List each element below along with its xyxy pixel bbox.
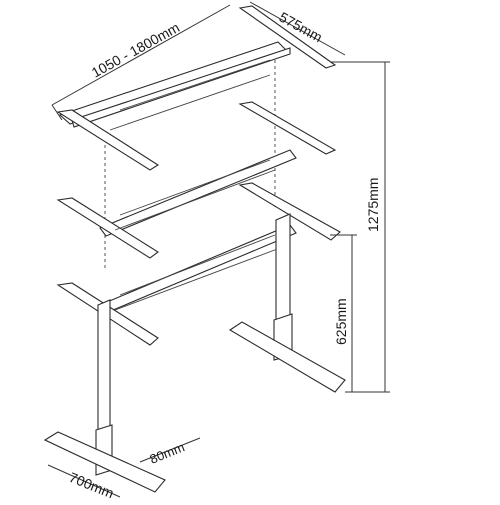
top-right-arm bbox=[238, 5, 337, 69]
foot-length-label: 700mm bbox=[67, 469, 116, 500]
top-crossbeam bbox=[58, 41, 288, 125]
top-crossbeam-inner bbox=[71, 47, 291, 128]
width-dimension-tick-left bbox=[51, 104, 63, 121]
top-rail-1 bbox=[119, 59, 271, 111]
foot-length-dimension-line bbox=[47, 464, 121, 498]
right-foot bbox=[228, 321, 346, 393]
middle-rail-1 bbox=[119, 159, 271, 216]
bottom-right-arm bbox=[238, 182, 341, 241]
foot-width-dimension-line bbox=[139, 437, 201, 463]
foot-width-label: 80mm bbox=[148, 439, 187, 466]
left-leg-upper bbox=[97, 299, 111, 446]
top-rail-2 bbox=[109, 74, 271, 131]
bottom-rail-1 bbox=[119, 234, 276, 296]
left-foot bbox=[43, 431, 166, 493]
bottom-rail-2 bbox=[114, 247, 281, 311]
left-leg bbox=[43, 299, 166, 493]
width-range-label: 1050 - 1800mm bbox=[89, 19, 183, 81]
right-leg bbox=[228, 213, 346, 393]
min-height-label: 625mm bbox=[333, 298, 349, 345]
depth-dimension-line bbox=[249, 1, 346, 56]
depth-label: 575mm bbox=[277, 9, 326, 46]
middle-rail-2 bbox=[114, 169, 276, 231]
max-height-label: 1275mm bbox=[365, 178, 381, 232]
frame-level-top bbox=[56, 5, 337, 270]
top-left-arm bbox=[56, 109, 160, 171]
dimension-max-height: 1275mm bbox=[330, 61, 390, 393]
width-dimension-line bbox=[51, 4, 231, 106]
dimension-foot-width: 80mm bbox=[139, 437, 201, 467]
frame-level-middle bbox=[56, 101, 337, 259]
middle-right-arm bbox=[238, 101, 337, 155]
dimension-min-height: 625mm bbox=[330, 234, 357, 392]
middle-left-arm bbox=[56, 197, 159, 259]
